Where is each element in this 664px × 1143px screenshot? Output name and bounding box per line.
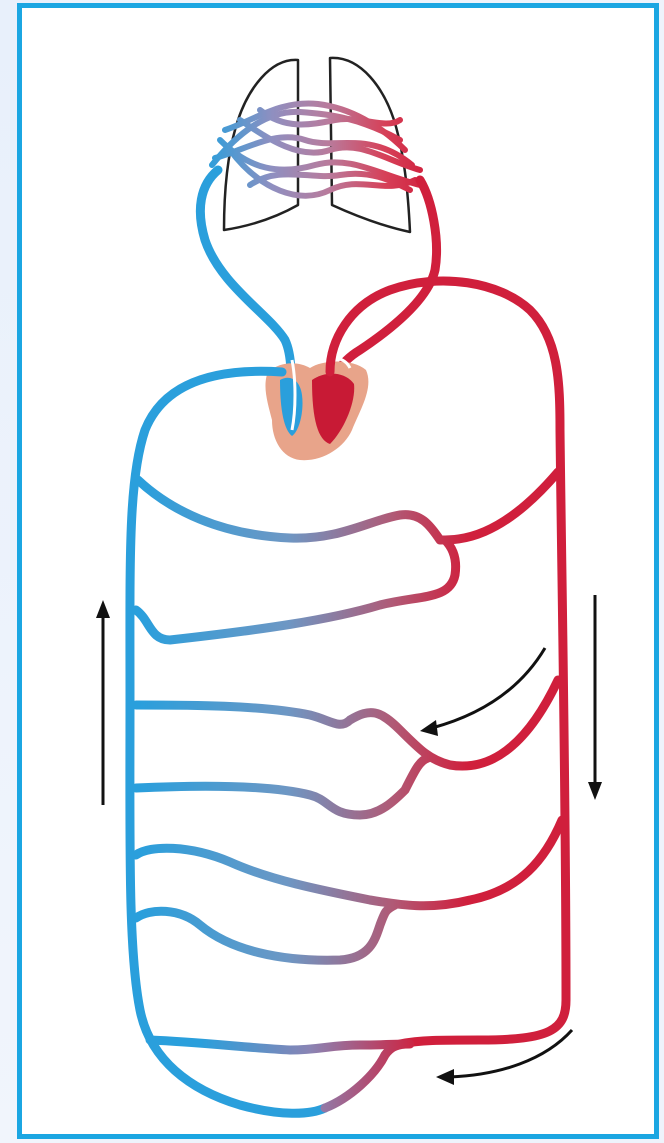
capillary-branch-6: [136, 905, 395, 960]
lung-capillary-network: [212, 103, 420, 195]
capillary-branch-3: [136, 680, 558, 766]
capillary-branch-4: [136, 758, 428, 815]
arrow-up-icon: [96, 600, 110, 805]
capillary-branch-2: [136, 540, 456, 640]
arrow-down-icon: [588, 595, 602, 800]
capillary-branch-1: [138, 472, 558, 540]
capillary-branch-5: [136, 820, 562, 906]
capillary-branch-7: [150, 1040, 410, 1050]
vena-cava-vessel: [130, 371, 325, 1113]
capillary-branch-8: [325, 1044, 405, 1108]
systemic-capillary-branches: [136, 472, 562, 960]
curved-arrow-left-icon: [420, 648, 545, 736]
